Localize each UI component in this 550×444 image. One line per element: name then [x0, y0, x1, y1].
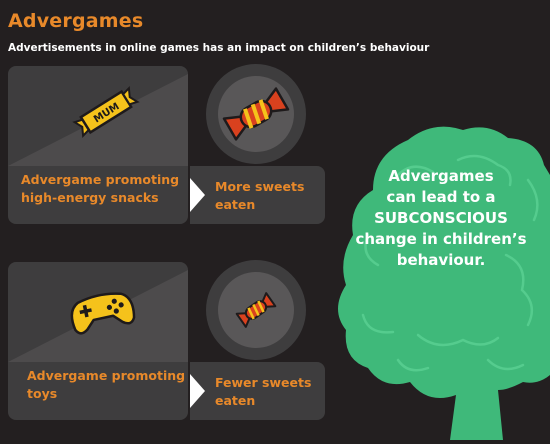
wrapped-sweet-small-icon	[235, 292, 277, 328]
brain-message: Advergames can lead to a SUBCONSCIOUS ch…	[346, 166, 536, 271]
brain-message-line: Advergames	[388, 167, 494, 185]
effect-tab-fewer: Fewer sweets eaten	[190, 362, 325, 420]
arrow-right-icon	[190, 178, 205, 212]
arrow-right-icon	[190, 374, 205, 408]
effect-circle	[206, 260, 306, 360]
brain-message-line: can lead to a	[386, 188, 496, 206]
cause-label: Advergame promoting high-energy snacks	[21, 172, 180, 205]
wrapped-sweet-large-icon	[222, 87, 290, 141]
page-subtitle: Advertisements in online games has an im…	[8, 42, 430, 54]
effect-circle	[206, 64, 306, 164]
cause-label: Advergame promoting toys	[27, 368, 186, 401]
effect-label: Fewer sweets eaten	[215, 375, 312, 408]
effect-label: More sweets eaten	[215, 179, 305, 212]
cause-card-snacks: MUM Advergame promoting high-energy snac…	[8, 66, 188, 224]
page-title: Advergames	[8, 10, 144, 32]
brain-message-line: SUBCONSCIOUS	[374, 209, 508, 227]
candy-bar-icon: MUM	[72, 85, 140, 139]
brain-icon	[338, 126, 550, 440]
cause-card-toys: Advergame promoting toys	[8, 262, 188, 420]
gamepad-icon	[70, 292, 136, 335]
brain-message-line: change in children’s	[355, 230, 527, 248]
effect-tab-more: More sweets eaten	[190, 166, 325, 224]
brain-message-line: behaviour.	[396, 251, 486, 269]
